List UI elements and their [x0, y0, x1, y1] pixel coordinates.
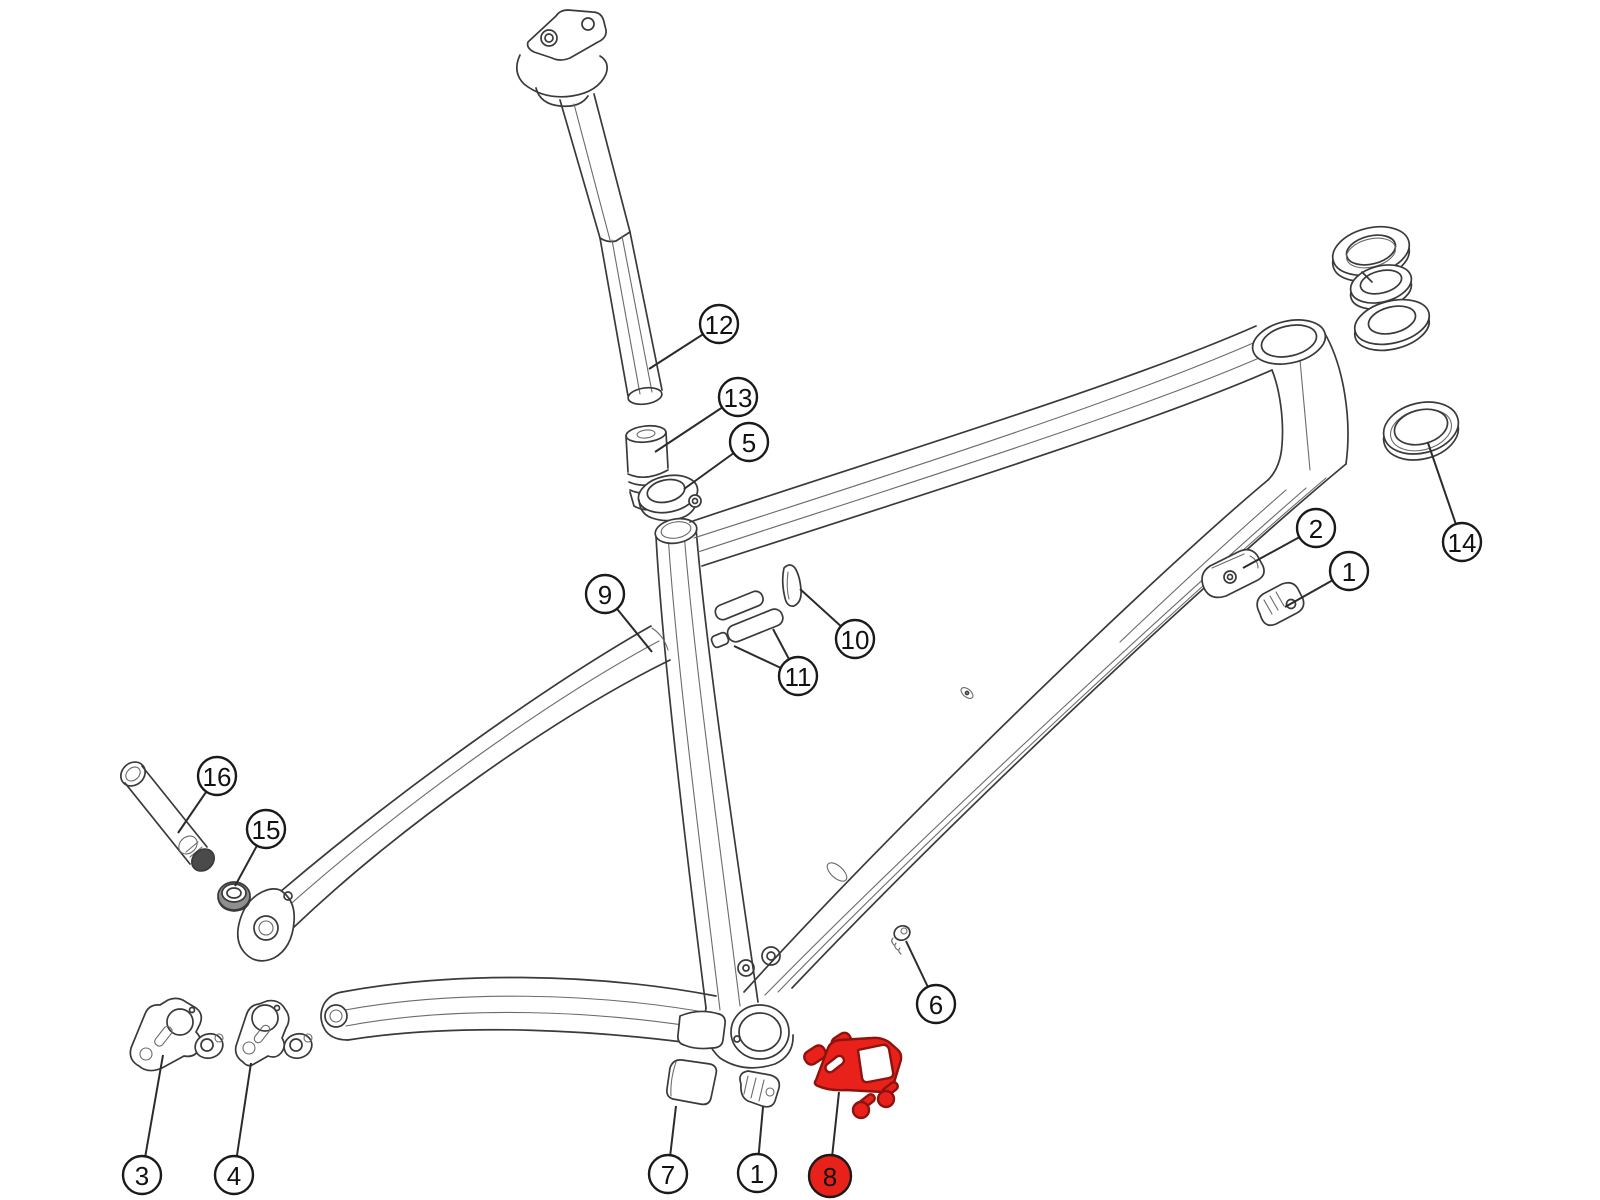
callout-circle[interactable] — [834, 618, 876, 660]
callout-16[interactable]: 16 — [177, 755, 238, 834]
callout-number: 12 — [705, 310, 734, 340]
callout-number: 1 — [1342, 557, 1356, 587]
callout-14[interactable]: 14 — [1427, 442, 1483, 563]
frame-protector-pad-drawing — [666, 1059, 718, 1106]
chainguide-plate-highlighted-drawing[interactable] — [802, 1031, 903, 1120]
callout-circle[interactable] — [584, 573, 626, 615]
callout-number: 5 — [742, 428, 756, 458]
callout-number: 2 — [1309, 514, 1323, 544]
cable-guide-barrels-drawing — [710, 590, 784, 649]
callout-number: 16 — [203, 762, 232, 792]
derailleur-hanger-3-drawing — [129, 997, 224, 1072]
callout-number: 4 — [227, 1161, 241, 1191]
callout-circle[interactable] — [647, 1153, 689, 1195]
headset-cover-drawing — [1382, 401, 1460, 461]
callout-15[interactable]: 15 — [234, 808, 287, 887]
callout-number: 7 — [661, 1160, 675, 1190]
callout-circle[interactable] — [698, 303, 740, 345]
callout-number: 6 — [929, 990, 943, 1020]
callout-4[interactable]: 4 — [213, 1062, 255, 1196]
bolt-6-drawing — [891, 924, 911, 955]
callout-2[interactable]: 2 — [1242, 507, 1337, 569]
callout-1[interactable]: 1 — [1284, 550, 1370, 608]
axle-nut-drawing — [217, 881, 251, 912]
callout-12[interactable]: 12 — [648, 303, 740, 370]
callout-number: 8 — [823, 1162, 837, 1192]
callout-circle[interactable] — [728, 421, 770, 463]
seatpost-drawing — [515, 9, 663, 406]
callout-circle[interactable] — [736, 1152, 778, 1194]
callout-7[interactable]: 7 — [647, 1105, 689, 1195]
frame-rear-triangle-drawing — [236, 625, 717, 1047]
cable-clamp-2-drawing — [1201, 548, 1265, 599]
callout-6[interactable]: 6 — [905, 940, 957, 1025]
callout-circle[interactable] — [717, 376, 759, 418]
callout-10[interactable]: 10 — [799, 588, 876, 660]
callout-number: 3 — [135, 1161, 149, 1191]
callout-11[interactable]: 11 — [733, 628, 819, 697]
callout-circle[interactable] — [213, 1154, 255, 1196]
callout-circle-selected[interactable] — [807, 1153, 853, 1199]
callout-number: 1 — [750, 1159, 764, 1189]
callout-circle[interactable] — [915, 983, 957, 1025]
frame-main-tubes-drawing — [651, 319, 1349, 1069]
callout-circle[interactable] — [1295, 507, 1337, 549]
callout-5[interactable]: 5 — [683, 421, 770, 490]
thru-axle-drawing — [120, 761, 215, 872]
callout-number: 13 — [724, 383, 753, 413]
callout-number: 10 — [841, 625, 870, 655]
callout-8-selected[interactable]: 8 — [807, 1091, 853, 1199]
cable-port-cover-drawing — [781, 564, 802, 607]
callout-number: 15 — [252, 815, 281, 845]
callout-number: 9 — [598, 580, 612, 610]
derailleur-hanger-4-drawing — [234, 999, 313, 1067]
callout-circle[interactable] — [245, 808, 287, 850]
cable-clamp-1-drawing — [1256, 581, 1305, 627]
callout-circle[interactable] — [777, 655, 819, 697]
callout-circle[interactable] — [121, 1154, 163, 1196]
callout-13[interactable]: 13 — [654, 376, 759, 453]
callout-1[interactable]: 1 — [736, 1106, 778, 1194]
headset-parts-drawing — [1331, 225, 1431, 352]
callout-number: 11 — [785, 662, 812, 692]
callout-circle[interactable] — [196, 755, 238, 797]
callout-circle[interactable] — [1441, 521, 1483, 563]
callout-3[interactable]: 3 — [121, 1054, 164, 1196]
callout-leader-line — [141, 1054, 164, 1176]
callout-circle[interactable] — [1328, 550, 1370, 592]
callout-number: 14 — [1448, 528, 1477, 558]
callout-9[interactable]: 9 — [584, 573, 653, 653]
cable-clamp-bottom-drawing — [739, 1070, 781, 1108]
